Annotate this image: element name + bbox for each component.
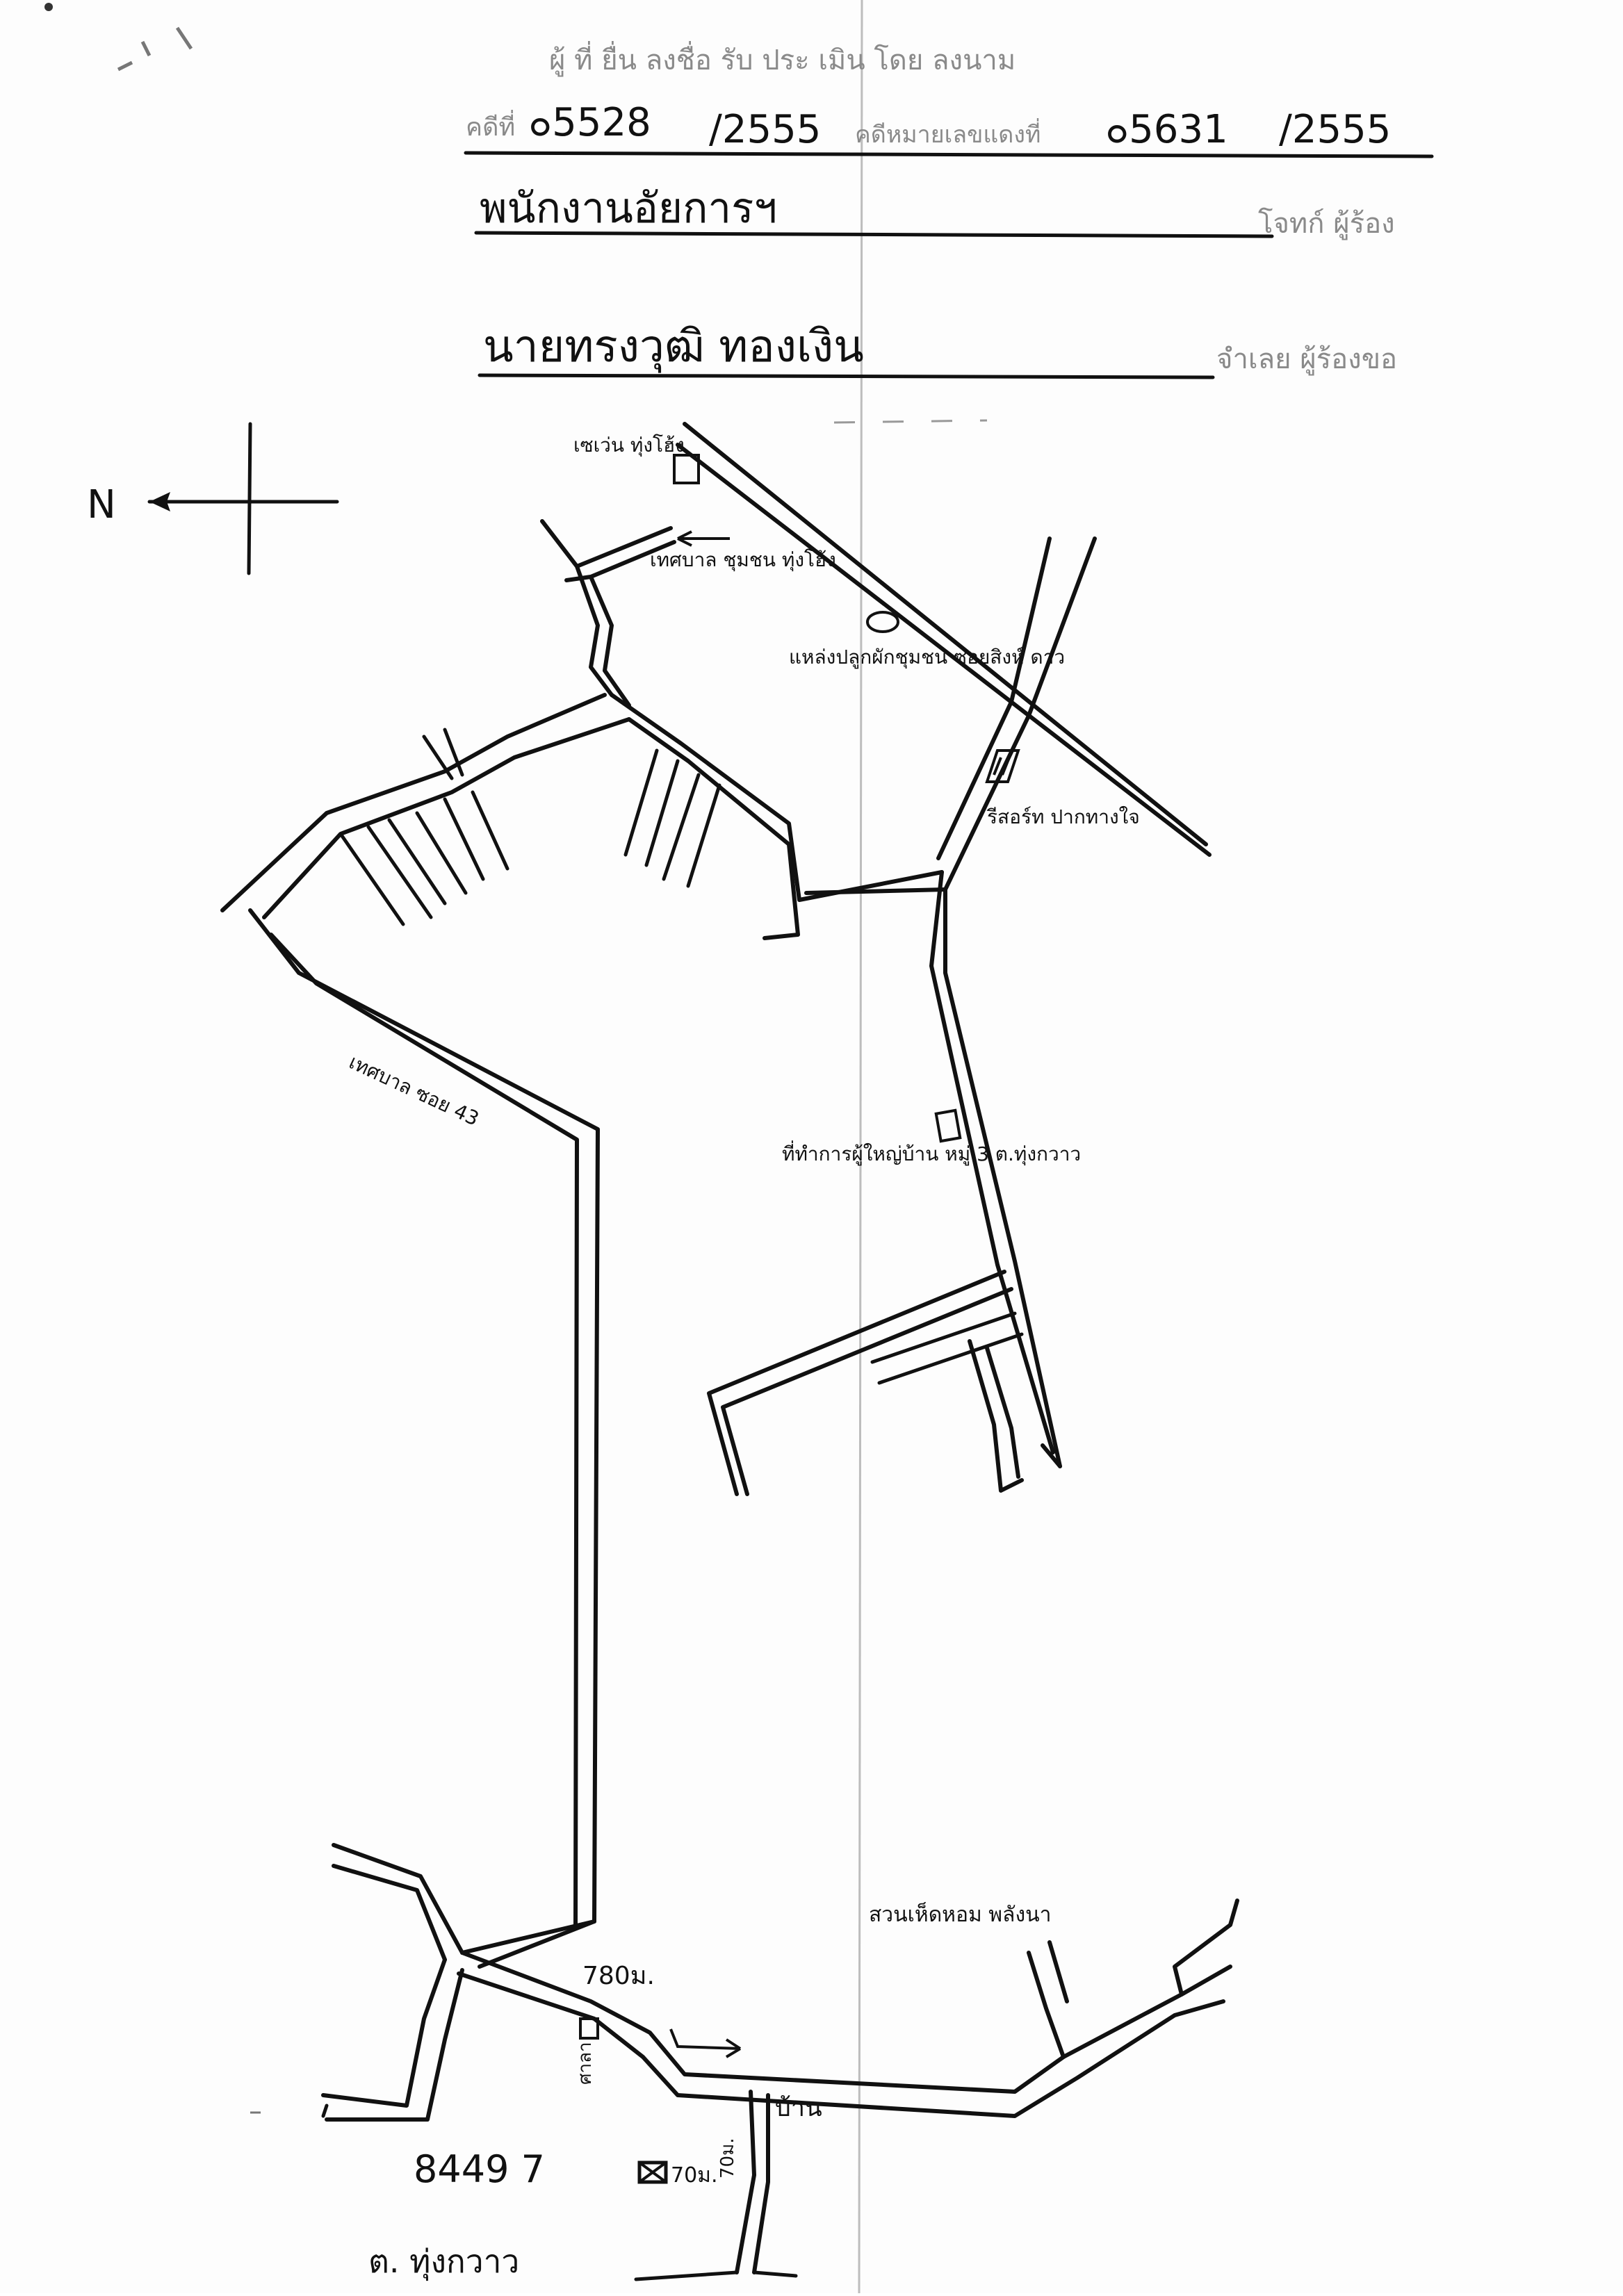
case-number-2: ๐5631 [1105, 107, 1228, 152]
plaintiff-role: โจทก์ ผู้ร้อง [1258, 208, 1395, 240]
distance-70-plot-label: 70ม. [671, 2163, 718, 2188]
house-label: บ้าน [775, 2094, 822, 2122]
speck [117, 26, 193, 72]
defendant-role: จำเลย ผู้ร้องขอ [1216, 343, 1397, 375]
soi-43-road [248, 908, 600, 1969]
plaintiff-name: พนักงานอัยการฯ [480, 184, 777, 233]
temple-label: เซเว่น ทุ่งโฮ้ง [573, 434, 685, 457]
village-office-marker: ที่ทำการผู้ใหญ่บ้าน หมู่ 3 ต.ทุ่งกวาว [782, 1108, 1081, 1166]
case-prefix: คดีที่ [466, 110, 515, 142]
compass-rose: N [87, 422, 339, 575]
building-square-icon [673, 454, 700, 484]
ne-road [936, 536, 1097, 892]
garden-label: สวนเห็ดหอม พลังนา [869, 1901, 1051, 1927]
east-branch-road [610, 693, 947, 940]
building-square-icon [579, 2017, 599, 2040]
village-office-label: ที่ทำการผู้ใหญ่บ้าน หมู่ 3 ต.ทุ่งกวาว [782, 1140, 1081, 1166]
plaintiff-underline [474, 231, 1274, 238]
form-line: ผู้ ที่ ยื่น ลงชื่อ รับ ประ เมิน โดย ลงน… [549, 41, 1016, 76]
distance-780-marker: 780ม. [582, 1962, 742, 2058]
case-mid-label: คดีหมายเลขแดงที่ [855, 118, 1041, 149]
right-arrow-icon [669, 2028, 742, 2058]
crossed-box-icon-cross [638, 2161, 667, 2183]
hatched-building-icon [985, 749, 1020, 783]
soi-43-label: เทศบาล ซอย 43 [345, 1050, 482, 1130]
eastern-road [929, 870, 1062, 1468]
distance-70-spur-label: 70ม. [717, 2138, 738, 2179]
temple-marker: เซเว่น ทุ่งโฮ้ง [573, 434, 700, 484]
tick-mark [833, 419, 988, 424]
pavilion-label: ศาลา [575, 2042, 596, 2085]
north-label: N [87, 482, 116, 527]
case-year-1: /2555 [709, 107, 821, 152]
north-arrow-icon [149, 492, 170, 511]
side-streets-west [339, 728, 509, 926]
bottom-roads [321, 1843, 1239, 2281]
resort-marker: รีสอร์ท ปากทางใจ [985, 749, 1140, 828]
plot-marker: 70ม. [637, 2160, 718, 2188]
market-label: แหล่งปลูกผักชุมชน ซอยสิงห์ ดาว [789, 646, 1065, 669]
village-streets [707, 1270, 1062, 1496]
west-road [220, 693, 631, 919]
winding-road [540, 519, 676, 707]
side-streets-east [623, 748, 721, 888]
case-year-2: /2555 [1279, 107, 1391, 152]
distance-780-label: 780ม. [582, 1962, 655, 1990]
subdistrict-label: ต. ทุ่งกวาว [368, 2242, 519, 2281]
fold-line [858, 0, 863, 2294]
defendant-underline [478, 373, 1215, 379]
pavilion-marker: ศาลา [575, 2017, 599, 2085]
crossed-box-icon [637, 2160, 668, 2184]
case-underline [464, 151, 1434, 158]
parcel-number: 8449 7 [414, 2147, 545, 2191]
main-diagonal-road [676, 422, 1212, 857]
case-number-1: ๐5528 [528, 100, 651, 145]
speck [44, 3, 53, 11]
hatched-building-icon [934, 1108, 962, 1143]
defendant-name: นายทรงวุฒิ ทองเงิน [483, 321, 864, 373]
hatched-building-icon [866, 611, 899, 633]
resort-label: รีสอร์ท ปากทางใจ [986, 805, 1140, 828]
municipal-school-label: เทศบาล ชุมชน ทุ่งโฮ้ง [650, 548, 836, 572]
market-marker: แหล่งปลูกผักชุมชน ซอยสิงห์ ดาว [789, 611, 1065, 669]
left-arrow-icon [677, 530, 730, 547]
municipal-school-marker: เทศบาล ชุมชน ทุ่งโฮ้ง [650, 530, 836, 572]
